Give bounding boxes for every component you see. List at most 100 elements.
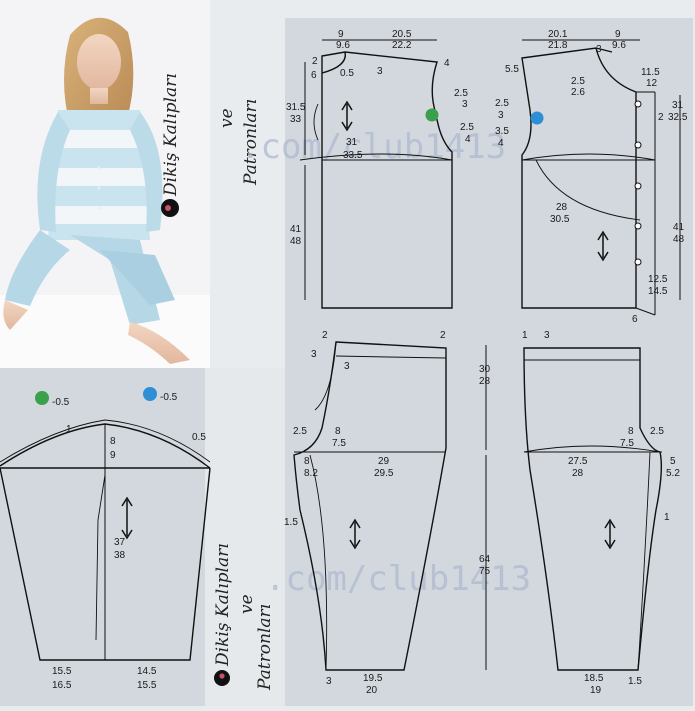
brand-logo-top: Dikiş Kalıpları [161, 73, 181, 217]
bb-right-3: 3 [462, 99, 468, 110]
bb-top-22.2: 22.2 [392, 40, 412, 51]
fb-top-9: 9 [615, 29, 621, 40]
fb-top-3: 3 [596, 44, 602, 55]
ft-hem-1.5: 1.5 [628, 676, 642, 687]
paper-right [285, 18, 693, 706]
brand-bottom-line2: ve [237, 594, 257, 614]
fb-right-31: 31 [672, 100, 684, 111]
blue-marker-front [530, 111, 544, 125]
ft-crotch-5.2: 5.2 [666, 468, 680, 479]
bt-crotch-8: 8 [335, 426, 341, 437]
bt-rise-28: 28 [479, 376, 491, 387]
green-marker-sleeve [35, 391, 49, 405]
sl-cap-0.5: 0.5 [192, 432, 206, 443]
brand-line2: ve [217, 108, 237, 128]
fb-left-2.5: 2.5 [495, 98, 509, 109]
brand-logo-bottom: Dikiş Kalıpları ve Patronları [213, 543, 275, 691]
fb-right-41: 41 [673, 222, 685, 233]
front-trouser-grain-arrow [604, 518, 616, 550]
bb-top-9: 9 [338, 29, 344, 40]
fb-right-12: 12 [646, 78, 658, 89]
bb-top-9.6: 9.6 [336, 40, 350, 51]
sl-cuff-14.5: 14.5 [137, 666, 157, 677]
bb-left-6: 6 [311, 70, 317, 81]
back-bodice-labels: 9 9.6 20.5 22.2 2 6 0.5 3 31.5 33 41 48 … [286, 29, 474, 247]
bb-right-2.5: 2.5 [454, 88, 468, 99]
bt-inseam-64: 64 [479, 554, 491, 565]
ft-side-1: 1 [664, 512, 670, 523]
fb-mid-2.6: 2.6 [571, 87, 585, 98]
green-marker-back [425, 108, 439, 122]
ft-hem-19: 19 [590, 685, 602, 696]
sl-cap-1: 1 [66, 424, 72, 435]
sl-cap-8: 8 [110, 436, 116, 447]
ft-crotch-7.5: 7.5 [620, 438, 634, 449]
ft-waist-3: 3 [544, 330, 550, 341]
fb-top-20.1: 20.1 [548, 29, 568, 40]
fb-top-9.6: 9.6 [612, 40, 626, 51]
ft-hip-27.5: 27.5 [568, 456, 588, 467]
bt-waist-3b: 3 [344, 361, 350, 372]
bt-side-1.5: 1.5 [284, 517, 298, 528]
brand-bottom-line1: Dikiş Kalıpları [213, 543, 233, 667]
sl-marker-green: -0.5 [52, 397, 70, 408]
fb-right-32.5: 32.5 [668, 112, 688, 123]
bb-left-48: 48 [290, 236, 302, 247]
bt-waist-3: 3 [311, 349, 317, 360]
sl-cuff-15.5: 15.5 [52, 666, 72, 677]
bt-hip-29.5: 29.5 [374, 468, 394, 479]
bt-waist-2b: 2 [440, 330, 446, 341]
brand-line1: Dikiş Kalıpları [161, 73, 181, 197]
fb-mid-30.5: 30.5 [550, 214, 570, 225]
front-trouser-piece [523, 347, 663, 671]
back-bodice-grain-arrow [341, 100, 353, 132]
fb-right-12.5: 12.5 [648, 274, 668, 285]
watermark-top: .com/club1413 [240, 127, 506, 167]
fb-right-14.5: 14.5 [648, 286, 668, 297]
blue-marker-sleeve [143, 387, 157, 401]
fb-top-21.8: 21.8 [548, 40, 568, 51]
bt-hem-20: 20 [366, 685, 378, 696]
back-trouser-labels: 2 2 3 3 2.5 8 7.5 8 8.2 29 29.5 30 28 1.… [284, 330, 491, 696]
model-photo [0, 0, 210, 368]
fb-left-5.5: 5.5 [505, 64, 519, 75]
brand-logo-top-2: ve Patronları [217, 99, 261, 186]
bb-right-2.5b: 2.5 [460, 122, 474, 133]
front-bodice-piece [521, 39, 681, 316]
sl-length-37: 37 [114, 537, 126, 548]
sl-length-38: 38 [114, 550, 126, 561]
fb-right-6: 6 [632, 314, 638, 325]
bb-left-2: 2 [312, 56, 318, 67]
ft-crotch-2.5: 2.5 [650, 426, 664, 437]
bb-top-20.5: 20.5 [392, 29, 412, 40]
ft-crotch-5: 5 [670, 456, 676, 467]
bb-left-41: 41 [290, 224, 302, 235]
bb-left-3: 3 [377, 66, 383, 77]
sl-cuff-16.5: 16.5 [52, 680, 72, 691]
bb-right-4b: 4 [465, 134, 471, 145]
fb-left-3.5: 3.5 [495, 126, 509, 137]
front-bodice-grain-arrow [597, 230, 609, 262]
sl-cap-9: 9 [110, 450, 116, 461]
bt-rise-30: 30 [479, 364, 491, 375]
fb-mid-28: 28 [556, 202, 568, 213]
fb-left-3: 3 [498, 110, 504, 121]
fb-right-48: 48 [673, 234, 685, 245]
ft-hem-18.5: 18.5 [584, 673, 604, 684]
sleeve-grain-arrow [121, 496, 133, 540]
fb-right-2: 2 [658, 112, 664, 123]
paper-sleeve [0, 368, 216, 706]
front-buttons [634, 100, 642, 266]
back-trouser-grain-arrow [349, 518, 361, 550]
bb-right-4: 4 [444, 58, 450, 69]
front-trouser-labels: 1 3 8 7.5 2.5 5 5.2 27.5 28 1 18.5 19 1.… [522, 330, 680, 696]
bt-hip-29: 29 [378, 456, 390, 467]
sl-marker-blue: -0.5 [160, 392, 178, 403]
fb-right-11.5: 11.5 [641, 67, 660, 78]
bt-crotch-7.5: 7.5 [332, 438, 346, 449]
sl-cuff-15.5b: 15.5 [137, 680, 157, 691]
brand-line3: Patronları [241, 99, 261, 186]
back-trouser-piece [293, 341, 487, 671]
